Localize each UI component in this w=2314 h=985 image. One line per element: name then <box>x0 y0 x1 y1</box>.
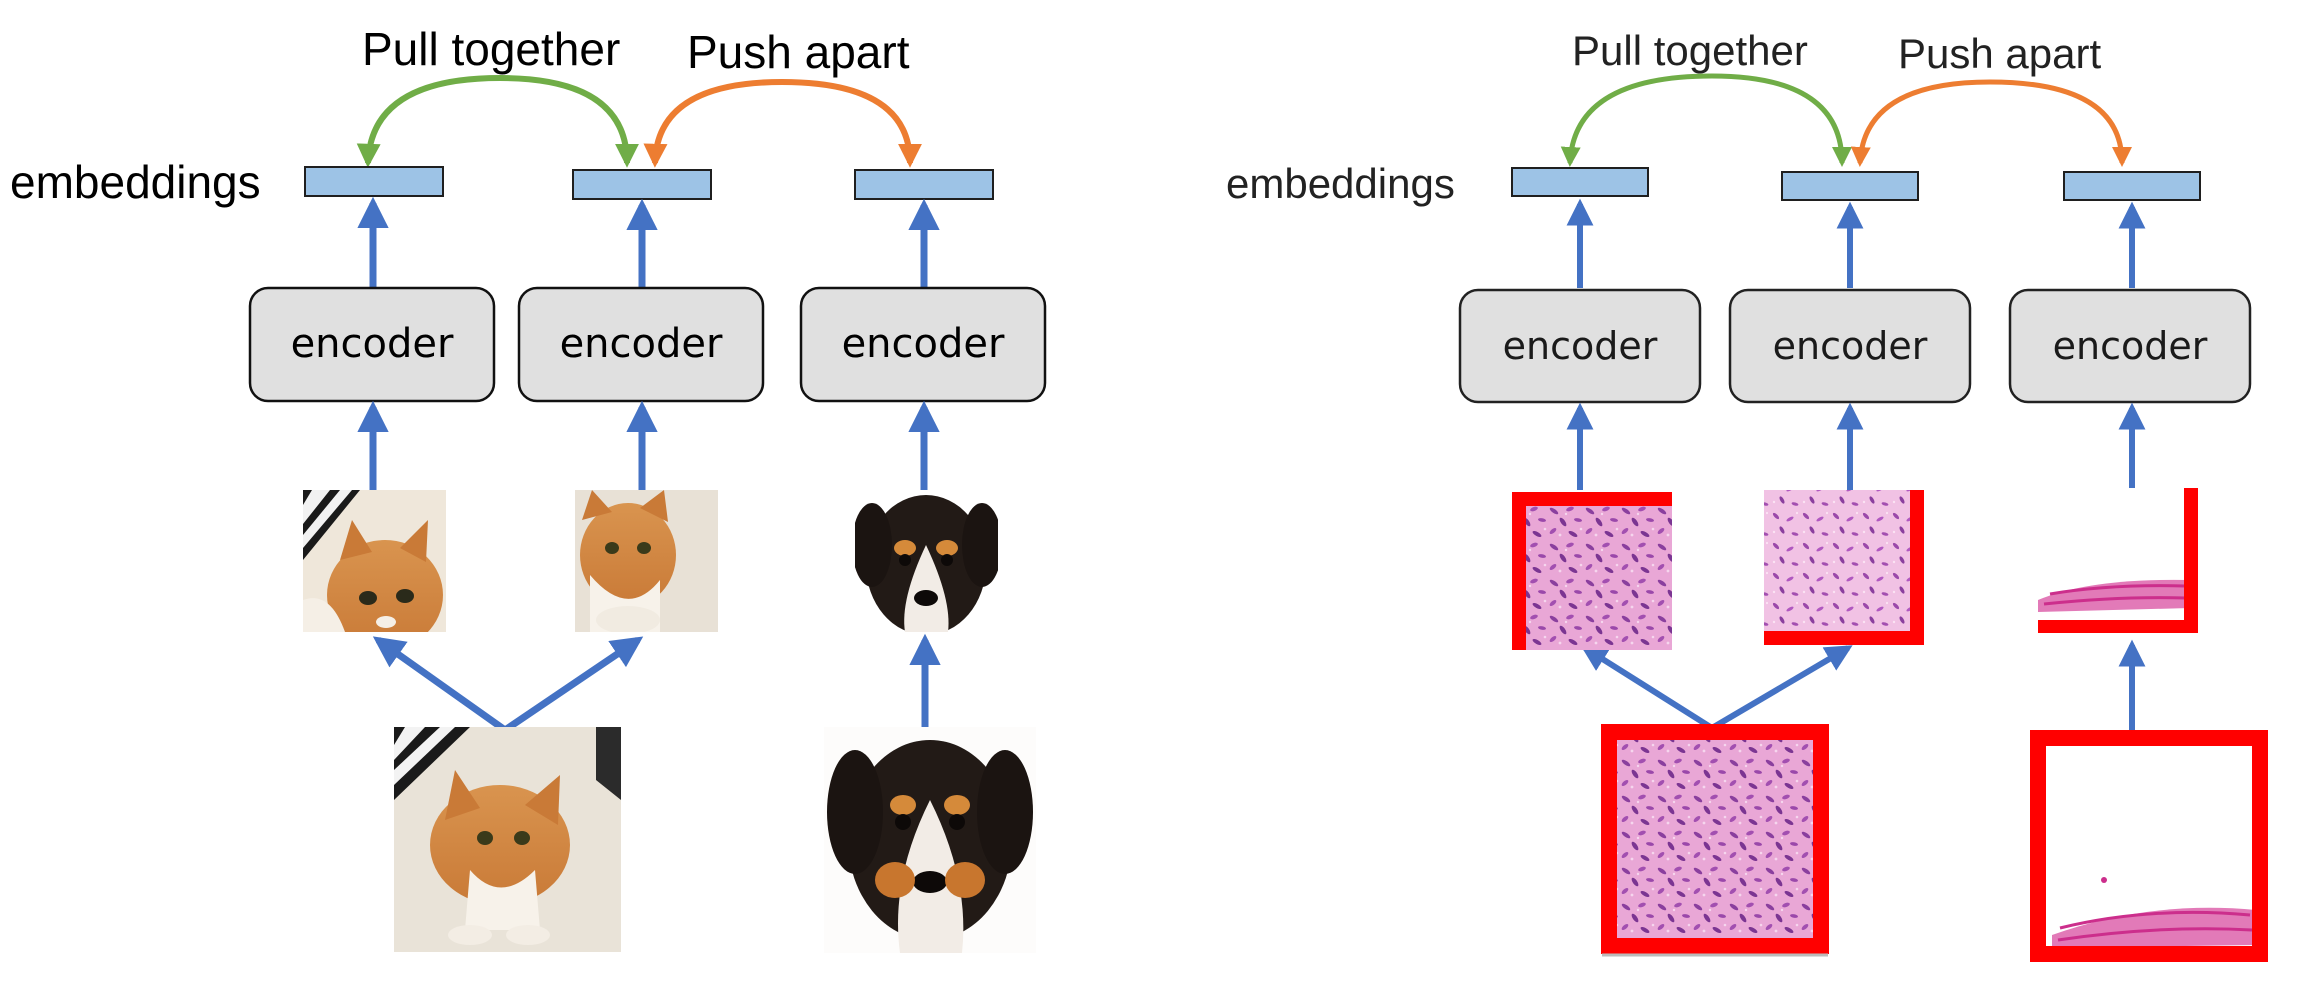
dog-crop-image <box>855 490 998 632</box>
push-apart-label: Push apart <box>1898 30 2101 77</box>
embedding-bar <box>2063 171 2201 201</box>
encoder-label: encoder <box>560 321 723 367</box>
augment-arrow <box>1710 645 1853 731</box>
cat-crop-image-2 <box>575 490 718 632</box>
pull-together-arrow <box>1560 73 1852 167</box>
augment-arrow <box>372 636 508 733</box>
embeddings-label: embeddings <box>1226 160 1455 207</box>
encoder-label: encoder <box>1773 324 1928 368</box>
dog-original-image <box>824 727 1036 953</box>
cat-crop-image-1 <box>303 490 446 632</box>
push-apart-arrow <box>643 78 922 168</box>
embedding-bar <box>1781 171 1919 201</box>
right-panel: Pull together Push apart embeddings enco… <box>1226 27 2268 962</box>
augment-arrow <box>1580 645 1714 731</box>
left-panel: Pull together Push apart embeddings enco… <box>10 23 1047 953</box>
pull-together-arrow <box>356 74 639 168</box>
encoder-label: encoder <box>2053 324 2208 368</box>
embeddings-label: embeddings <box>10 156 261 208</box>
encoder-box: encoder <box>799 286 1047 403</box>
embedding-bar <box>1511 167 1649 197</box>
push-apart-arrow <box>1850 79 2132 167</box>
encoder-box: encoder <box>2008 288 2252 404</box>
tissue-original-image <box>1601 724 1829 957</box>
cat-original-image <box>394 727 621 952</box>
encoder-box: encoder <box>517 286 765 403</box>
encoder-label: encoder <box>1503 324 1658 368</box>
pull-together-label: Pull together <box>362 23 620 75</box>
tissue-crop-image-1 <box>1512 492 1672 650</box>
encoder-box: encoder <box>248 286 496 403</box>
tissue-crop-image-2 <box>1764 490 1924 645</box>
stroma-original-image <box>2030 730 2268 962</box>
encoder-label: encoder <box>291 321 454 367</box>
embedding-bar <box>304 166 444 197</box>
embedding-bar <box>572 169 712 200</box>
pull-together-label: Pull together <box>1572 27 1808 74</box>
encoder-box: encoder <box>1458 288 1702 404</box>
push-apart-label: Push apart <box>687 26 910 78</box>
encoder-box: encoder <box>1728 288 1972 404</box>
stroma-crop-image <box>2038 488 2198 633</box>
encoder-label: encoder <box>842 321 1005 367</box>
embedding-bar <box>854 169 994 200</box>
augment-arrow <box>503 636 644 733</box>
